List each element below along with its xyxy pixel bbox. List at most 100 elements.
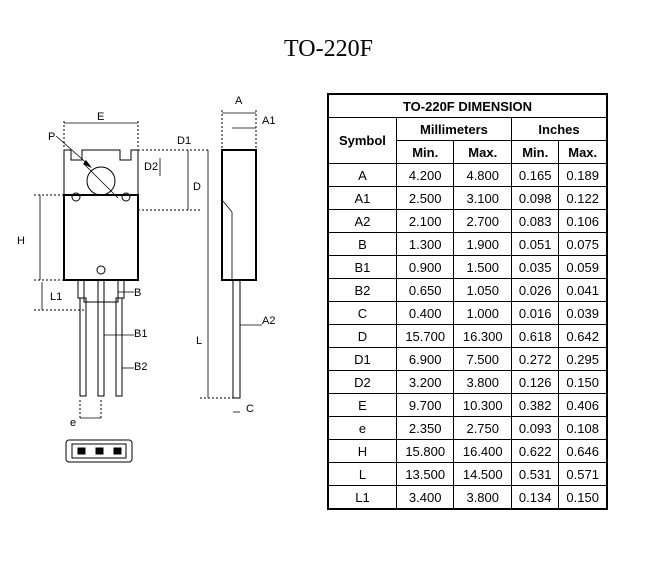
symbol-cell: A1 (327, 186, 397, 210)
label-D1: D1 (177, 135, 191, 147)
value-cell: 3.800 (453, 485, 513, 510)
symbol-cell: E (327, 393, 397, 417)
value-cell: 0.531 (511, 462, 560, 486)
value-cell: 0.189 (558, 163, 608, 187)
bottom-view (65, 439, 133, 463)
value-cell: 0.150 (558, 485, 608, 510)
value-cell: 0.900 (395, 255, 455, 279)
label-B2: B2 (134, 361, 147, 373)
value-cell: 1.900 (453, 232, 513, 256)
value-cell: 0.098 (511, 186, 560, 210)
value-cell: 3.200 (395, 370, 455, 394)
value-cell: 0.059 (558, 255, 608, 279)
value-cell: 0.165 (511, 163, 560, 187)
table-title: TO-220F DIMENSION (327, 93, 608, 118)
value-cell: 3.800 (453, 370, 513, 394)
label-P: P (48, 131, 55, 143)
value-cell: 0.122 (558, 186, 608, 210)
mm-max-header: Max. (453, 140, 513, 164)
value-cell: 0.016 (511, 301, 560, 325)
value-cell: 0.622 (511, 439, 560, 463)
symbol-cell: D2 (327, 370, 397, 394)
value-cell: 0.646 (558, 439, 608, 463)
value-cell: 0.618 (511, 324, 560, 348)
symbol-cell: A (327, 163, 397, 187)
value-cell: 0.406 (558, 393, 608, 417)
value-cell: 0.026 (511, 278, 560, 302)
symbol-cell: L (327, 462, 397, 486)
symbol-cell: C (327, 301, 397, 325)
in-max-header: Max. (558, 140, 608, 164)
label-H: H (17, 235, 25, 247)
value-cell: 0.150 (558, 370, 608, 394)
label-A2: A2 (262, 315, 275, 327)
in-min-header: Min. (511, 140, 560, 164)
value-cell: 0.041 (558, 278, 608, 302)
value-cell: 2.750 (453, 416, 513, 440)
label-e: e (70, 417, 76, 429)
value-cell: 3.400 (395, 485, 455, 510)
dimension-table: TO-220F DIMENSION Symbol Millimeters Inc… (327, 93, 608, 510)
value-cell: 2.100 (395, 209, 455, 233)
symbol-cell: e (327, 416, 397, 440)
value-cell: 0.134 (511, 485, 560, 510)
label-C: C (246, 403, 254, 415)
value-cell: 6.900 (395, 347, 455, 371)
value-cell: 2.700 (453, 209, 513, 233)
label-B1: B1 (134, 328, 147, 340)
label-L: L (196, 335, 202, 347)
value-cell: 0.108 (558, 416, 608, 440)
value-cell: 0.039 (558, 301, 608, 325)
value-cell: 0.083 (511, 209, 560, 233)
symbol-cell: A2 (327, 209, 397, 233)
symbol-cell: H (327, 439, 397, 463)
value-cell: 1.500 (453, 255, 513, 279)
label-A: A (235, 95, 243, 107)
label-D: D (193, 181, 201, 193)
value-cell: 15.800 (395, 439, 455, 463)
label-E: E (97, 111, 104, 123)
value-cell: 0.035 (511, 255, 560, 279)
value-cell: 0.272 (511, 347, 560, 371)
value-cell: 0.382 (511, 393, 560, 417)
label-B: B (134, 287, 141, 299)
value-cell: 0.126 (511, 370, 560, 394)
value-cell: 14.500 (453, 462, 513, 486)
inches-header: Inches (511, 117, 608, 141)
symbol-cell: D1 (327, 347, 397, 371)
value-cell: 1.000 (453, 301, 513, 325)
value-cell: 0.650 (395, 278, 455, 302)
label-L1: L1 (50, 291, 62, 303)
side-view (200, 110, 262, 413)
value-cell: 2.350 (395, 416, 455, 440)
value-cell: 0.295 (558, 347, 608, 371)
value-cell: 0.106 (558, 209, 608, 233)
symbol-cell: B1 (327, 255, 397, 279)
label-D2: D2 (144, 161, 158, 173)
value-cell: 1.300 (395, 232, 455, 256)
value-cell: 1.050 (453, 278, 513, 302)
millimeters-header: Millimeters (395, 117, 513, 141)
symbol-cell: L1 (327, 485, 397, 510)
value-cell: 0.075 (558, 232, 608, 256)
symbol-cell: B2 (327, 278, 397, 302)
mm-min-header: Min. (395, 140, 455, 164)
value-cell: 0.571 (558, 462, 608, 486)
package-outline-drawing: E A A1 P D1 D2 D H L1 B A2 L B1 B2 C e (17, 95, 275, 463)
value-cell: 0.093 (511, 416, 560, 440)
symbol-cell: D (327, 324, 397, 348)
value-cell: 4.200 (395, 163, 455, 187)
label-A1: A1 (262, 115, 275, 127)
